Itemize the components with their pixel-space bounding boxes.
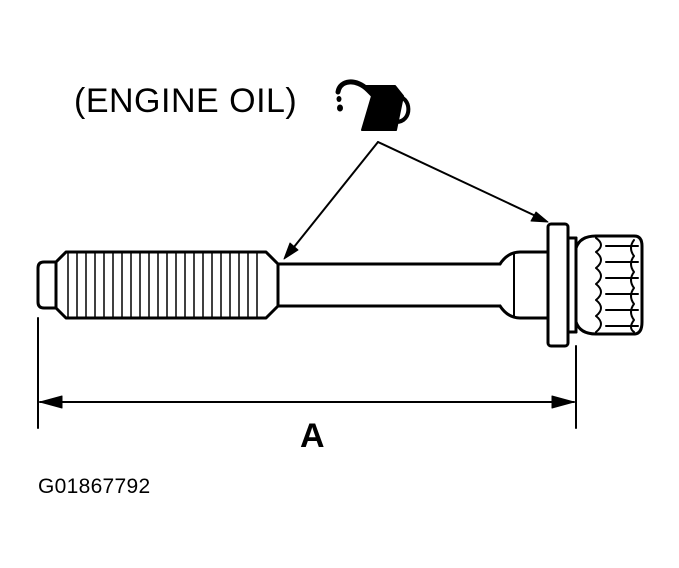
arrowhead-threads — [283, 242, 299, 260]
oil-pointer-arrows — [289, 141, 541, 253]
bolt — [36, 222, 644, 348]
bolt-washer — [546, 222, 570, 348]
thread-lines — [67, 252, 258, 318]
bolt-tip — [36, 260, 58, 310]
bolt-head — [574, 234, 644, 336]
dim-arrow-right — [551, 395, 575, 409]
oil-can-icon — [335, 79, 411, 131]
bolt-shank — [276, 262, 502, 308]
bolt-shoulder — [498, 250, 550, 320]
dim-arrow-left — [39, 395, 63, 409]
figure-id-label: G01867792 — [38, 475, 151, 498]
dimension-a — [37, 317, 577, 429]
dimension-a-label: A — [300, 417, 325, 455]
head-flutes — [595, 237, 639, 333]
engine-oil-label: (ENGINE OIL) — [74, 82, 298, 120]
arrowhead-washer — [530, 211, 549, 223]
